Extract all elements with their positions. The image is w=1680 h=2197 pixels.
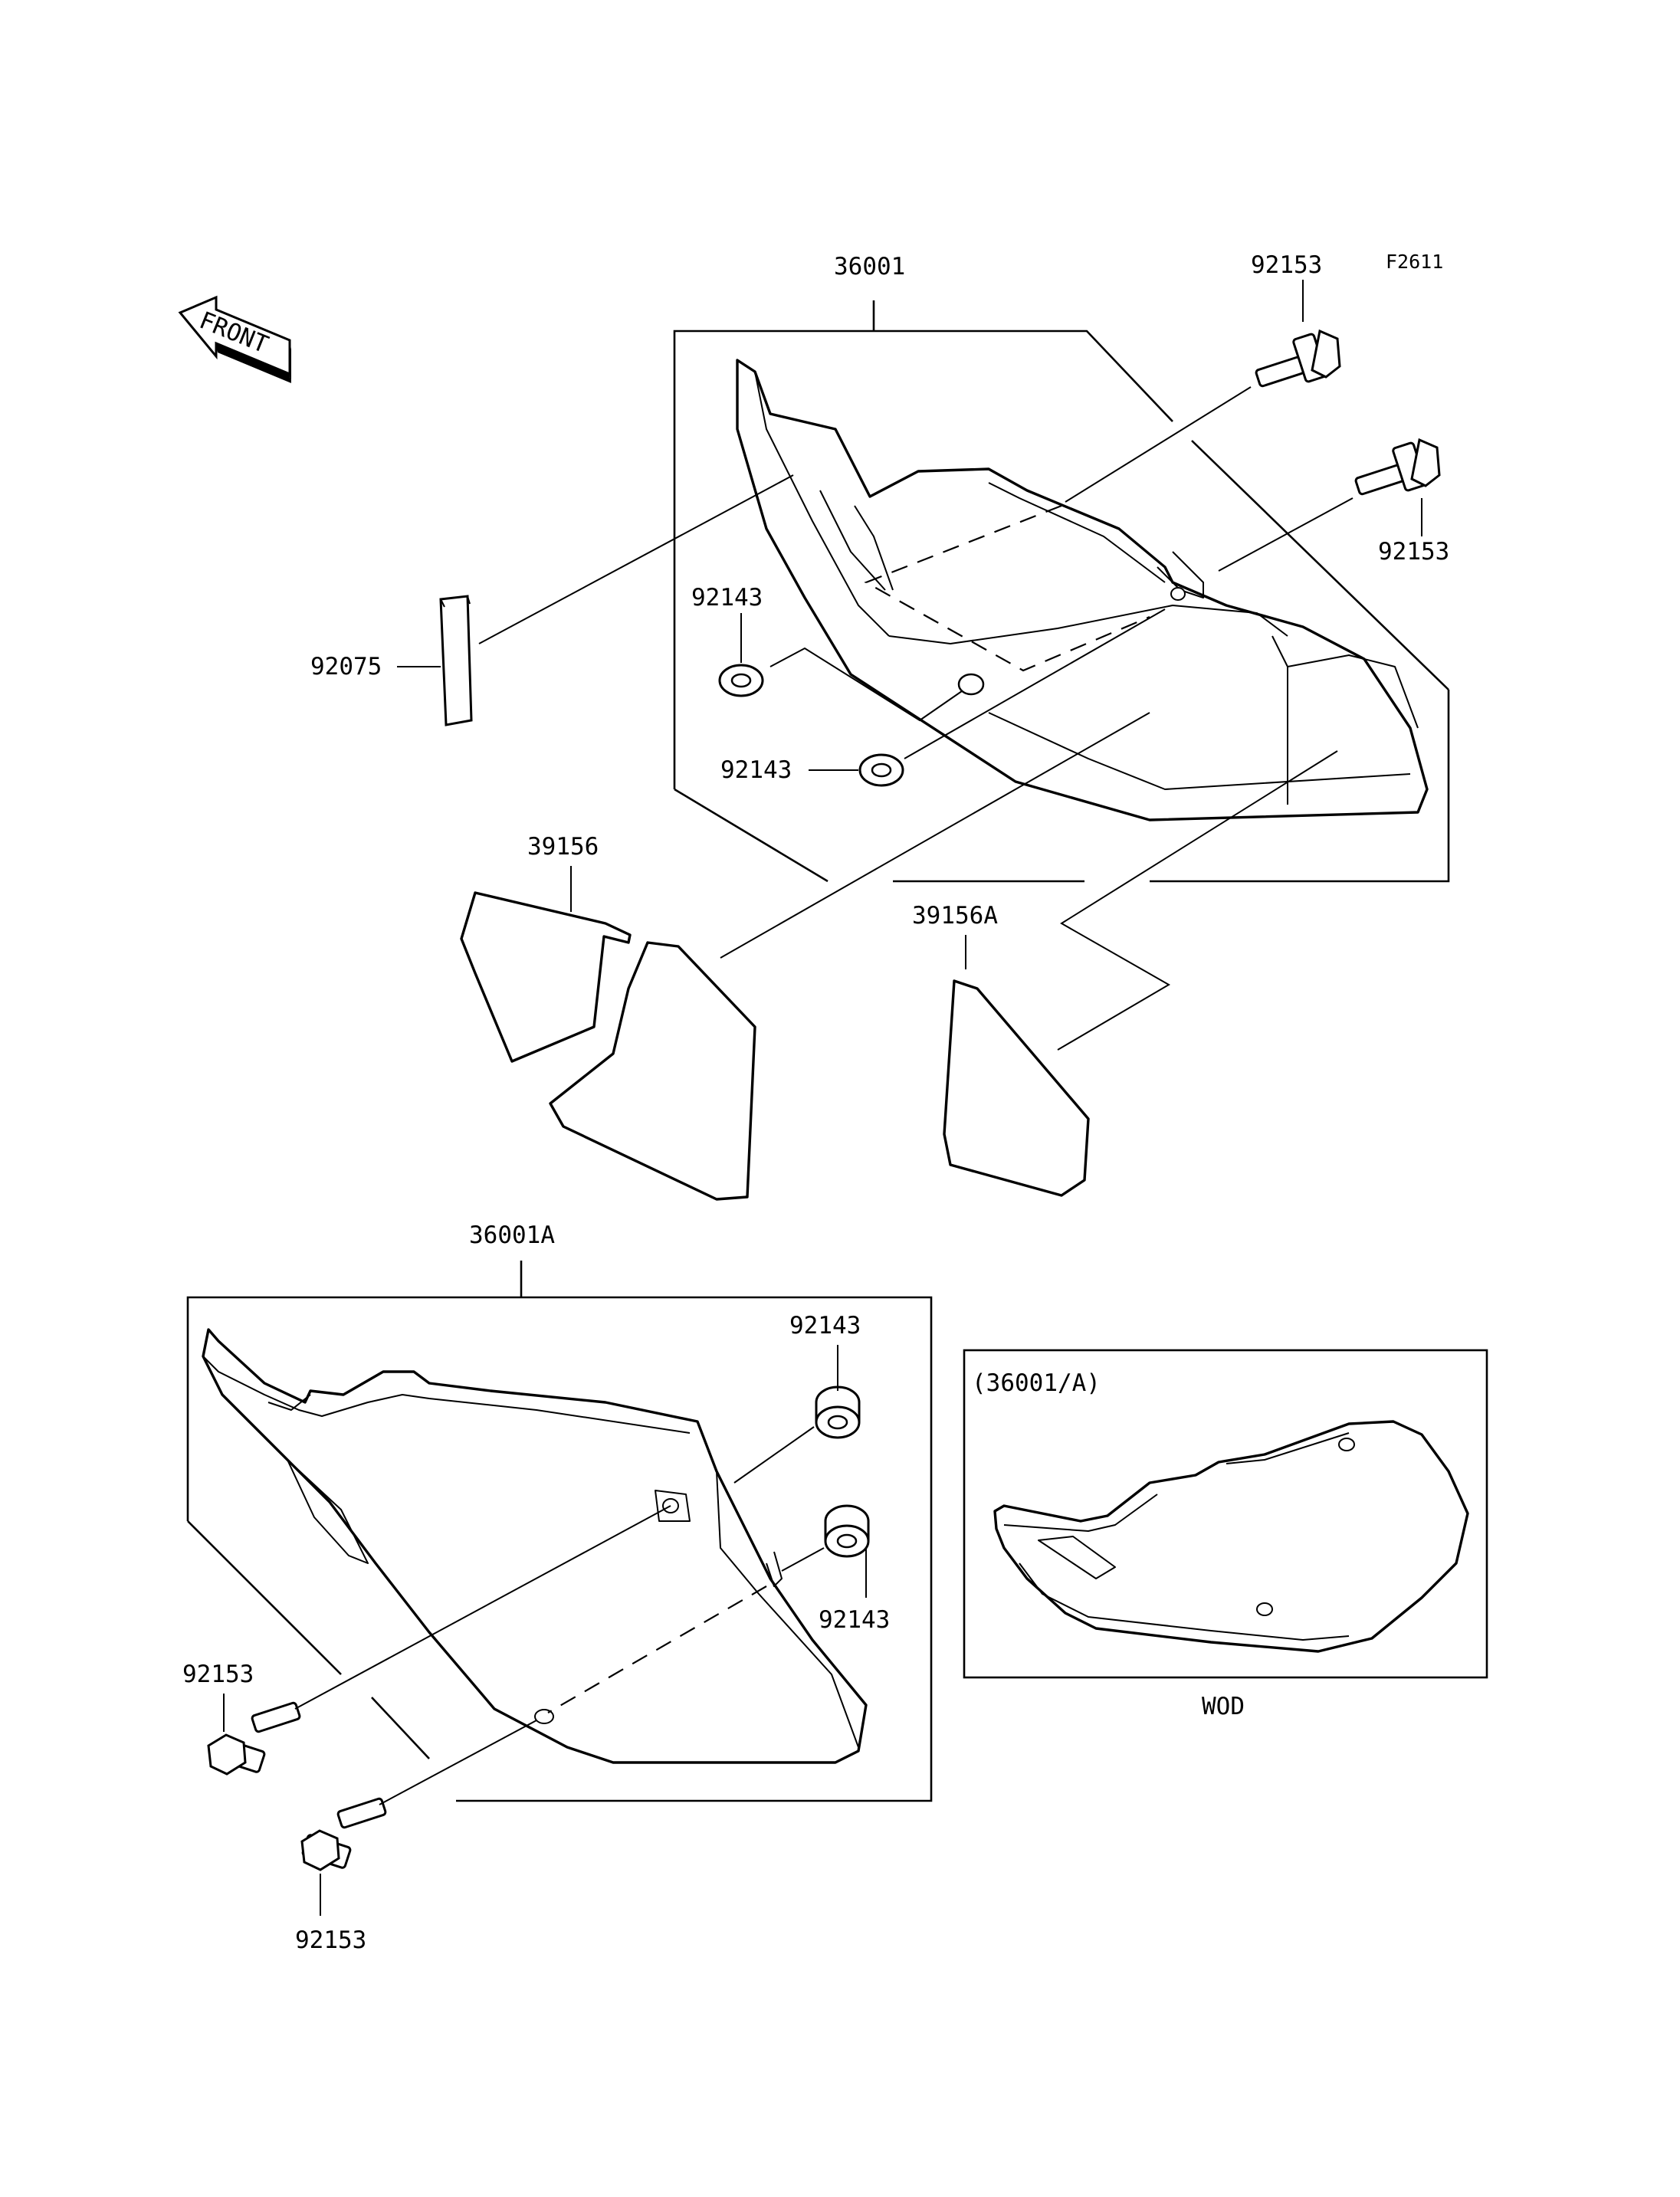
bolt-top-icon [1255, 329, 1341, 388]
label-pad: 92075 [310, 653, 382, 680]
bolt-left-b-icon [300, 1797, 387, 1871]
label-grommet-lower-a: 92143 [789, 1312, 861, 1340]
figure-code: F2611 [1386, 251, 1443, 273]
bolt-upper-right-icon [1354, 438, 1441, 496]
label-sticker-a: 39156 [527, 833, 599, 861]
label-cover-right: 36001 [834, 253, 905, 280]
inset-caption: WOD [1202, 1693, 1245, 1720]
lower-group-frame [186, 1261, 933, 1802]
upper-group-frame [673, 300, 1450, 883]
front-arrow-icon: FRONT [178, 295, 291, 383]
side-cover-left [202, 1328, 868, 1764]
label-cover-left: 36001A [469, 1221, 555, 1249]
pad-icon [439, 595, 473, 726]
label-grommet-lower-b: 92143 [819, 1606, 890, 1634]
inset-title: (36001/A) [972, 1369, 1101, 1397]
bolt-left-a-icon [207, 1701, 301, 1776]
grommet-lower-b-icon [824, 1504, 870, 1558]
label-grommet-upper-a: 92143 [691, 584, 763, 612]
inset-cover-outline [993, 1420, 1469, 1653]
sticker-b [943, 935, 1090, 1197]
label-bolt-left-a: 92153 [182, 1661, 254, 1688]
grommet-lower-a-icon [815, 1385, 861, 1439]
sticker-a [460, 866, 756, 1201]
label-grommet-upper-b: 92143 [720, 756, 792, 784]
cover-grommet-hole [957, 673, 985, 696]
grommet-upper-a-icon [718, 664, 764, 697]
label-sticker-b: 39156A [912, 902, 998, 930]
grommet-upper-b-icon [858, 753, 904, 787]
label-bolt-top: 92153 [1251, 251, 1322, 279]
inset-frame [963, 1349, 1488, 1679]
label-bolt-upper-right: 92153 [1378, 538, 1449, 566]
label-bolt-left-b: 92153 [295, 1926, 366, 1954]
side-cover-right [736, 359, 1429, 821]
